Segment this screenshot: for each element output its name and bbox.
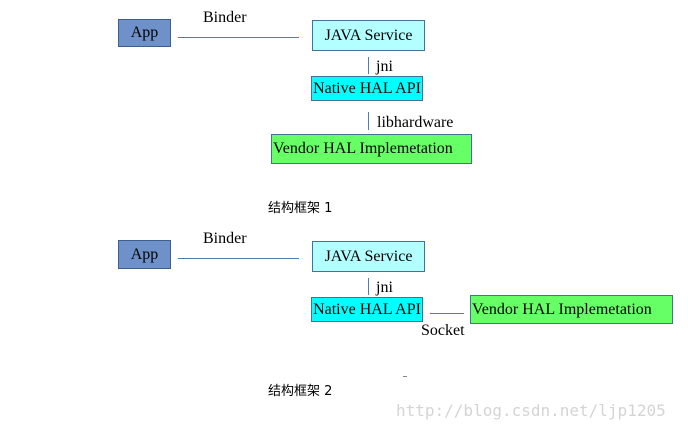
d1-binder-connector [178,37,299,38]
d2-native-hal-label: Native HAL API [313,300,421,318]
d2-jni-label: jni [376,279,393,296]
d2-socket-label: Socket [421,322,465,339]
d1-vendor-hal-box: Vendor HAL Implemetation [271,134,472,164]
d2-binder-connector [178,258,299,259]
stray-mark [403,376,407,377]
d2-vendor-hal-label: Vendor HAL Implemetation [472,300,652,318]
d1-jni-connector [368,57,369,74]
d2-native-hal-box: Native HAL API [311,297,423,322]
d1-java-service-label: JAVA Service [324,26,413,44]
d2-java-service-label: JAVA Service [324,247,413,265]
d1-app-label: App [130,24,159,41]
d1-binder-label: Binder [203,9,247,26]
d2-socket-connector [430,313,464,314]
d2-caption: 结构框架 2 [268,384,333,399]
d2-app-box: App [118,240,171,269]
d1-java-service-box: JAVA Service [312,20,425,51]
d1-app-box: App [118,19,171,47]
d2-java-service-box: JAVA Service [312,241,425,272]
d2-jni-connector [368,278,369,295]
d1-libhardware-label: libhardware [377,114,454,131]
watermark-text: http://blog.csdn.net/ljp1205 [396,401,666,420]
d1-libhardware-connector [368,112,369,130]
d2-vendor-hal-box: Vendor HAL Implemetation [470,295,673,324]
d1-native-hal-label: Native HAL API [313,79,421,97]
d2-binder-label: Binder [203,230,247,247]
d1-vendor-hal-label: Vendor HAL Implemetation [273,140,453,157]
d1-caption: 结构框架 1 [268,201,333,216]
d2-app-label: App [130,245,159,263]
d1-jni-label: jni [376,58,393,75]
d1-native-hal-box: Native HAL API [311,76,423,101]
